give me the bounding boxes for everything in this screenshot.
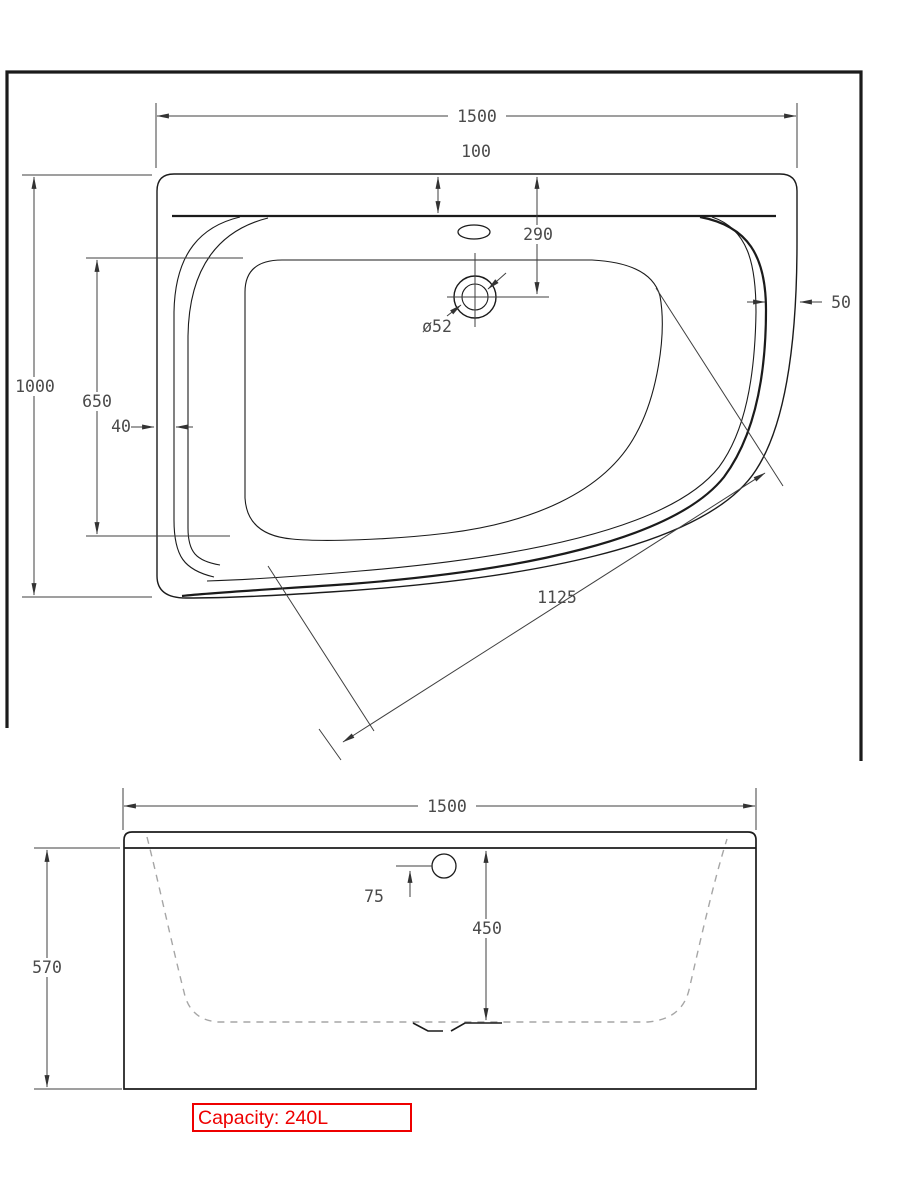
ext-line-diagonal-upper — [655, 287, 784, 487]
bottom-drain-notch — [412, 1022, 502, 1032]
front-view: 75 1500 450 570 — [27, 788, 757, 1090]
capacity-label: Capacity: 240L — [198, 1107, 328, 1129]
dim-text-bg — [78, 392, 116, 411]
drain-leader-arrow-lower — [446, 304, 462, 317]
dim-text-bg — [27, 958, 67, 977]
dim-front-width: 1500 — [427, 797, 467, 816]
dim-drain-from-wall: 290 — [523, 225, 553, 244]
overflow-hole — [457, 224, 491, 240]
dim-inner-depth: 450 — [472, 919, 502, 938]
dim-tick-diagonal — [318, 728, 342, 761]
dim-overall-height: 570 — [32, 958, 62, 977]
inner-profile-dashed — [146, 836, 728, 1023]
sheet-border-frame — [5, 70, 863, 761]
dim-right-rim: 50 — [831, 293, 851, 312]
dim-line-diagonal — [342, 472, 766, 743]
dim-rim-depth: 100 — [461, 142, 491, 161]
dim-overall-depth: 1000 — [15, 377, 55, 396]
left-wall-contour-inner — [187, 217, 269, 566]
dim-text-bg — [466, 919, 507, 938]
waterline-sweep-curve — [181, 215, 768, 598]
dim-basin-length: 650 — [82, 392, 112, 411]
dim-overall-width: 1500 — [457, 107, 497, 126]
dim-text-bg — [13, 377, 57, 396]
dim-drain-diameter: ø52 — [422, 317, 452, 336]
dim-text-bg — [518, 225, 558, 244]
drain-leader-arrow-upper — [487, 272, 507, 290]
dim-text-bg — [418, 796, 476, 816]
plan-view: 1500 100 290 1000 650 40 50 ø52 — [13, 103, 851, 761]
bath-outer-outline — [156, 173, 798, 599]
capacity-note: Capacity: 240L — [192, 1103, 412, 1132]
left-wall-contour-outer — [173, 216, 241, 578]
dim-left-rim: 40 — [111, 417, 131, 436]
basin-outline — [244, 259, 663, 541]
inner-rim-curve — [206, 216, 757, 582]
side-drain-hole — [431, 853, 457, 879]
dim-drain-offset: 75 — [364, 887, 384, 906]
dim-diagonal: 1125 — [537, 588, 577, 607]
front-outline — [123, 831, 757, 1090]
capacity-box — [192, 1103, 412, 1132]
dim-text-bg — [448, 106, 506, 126]
